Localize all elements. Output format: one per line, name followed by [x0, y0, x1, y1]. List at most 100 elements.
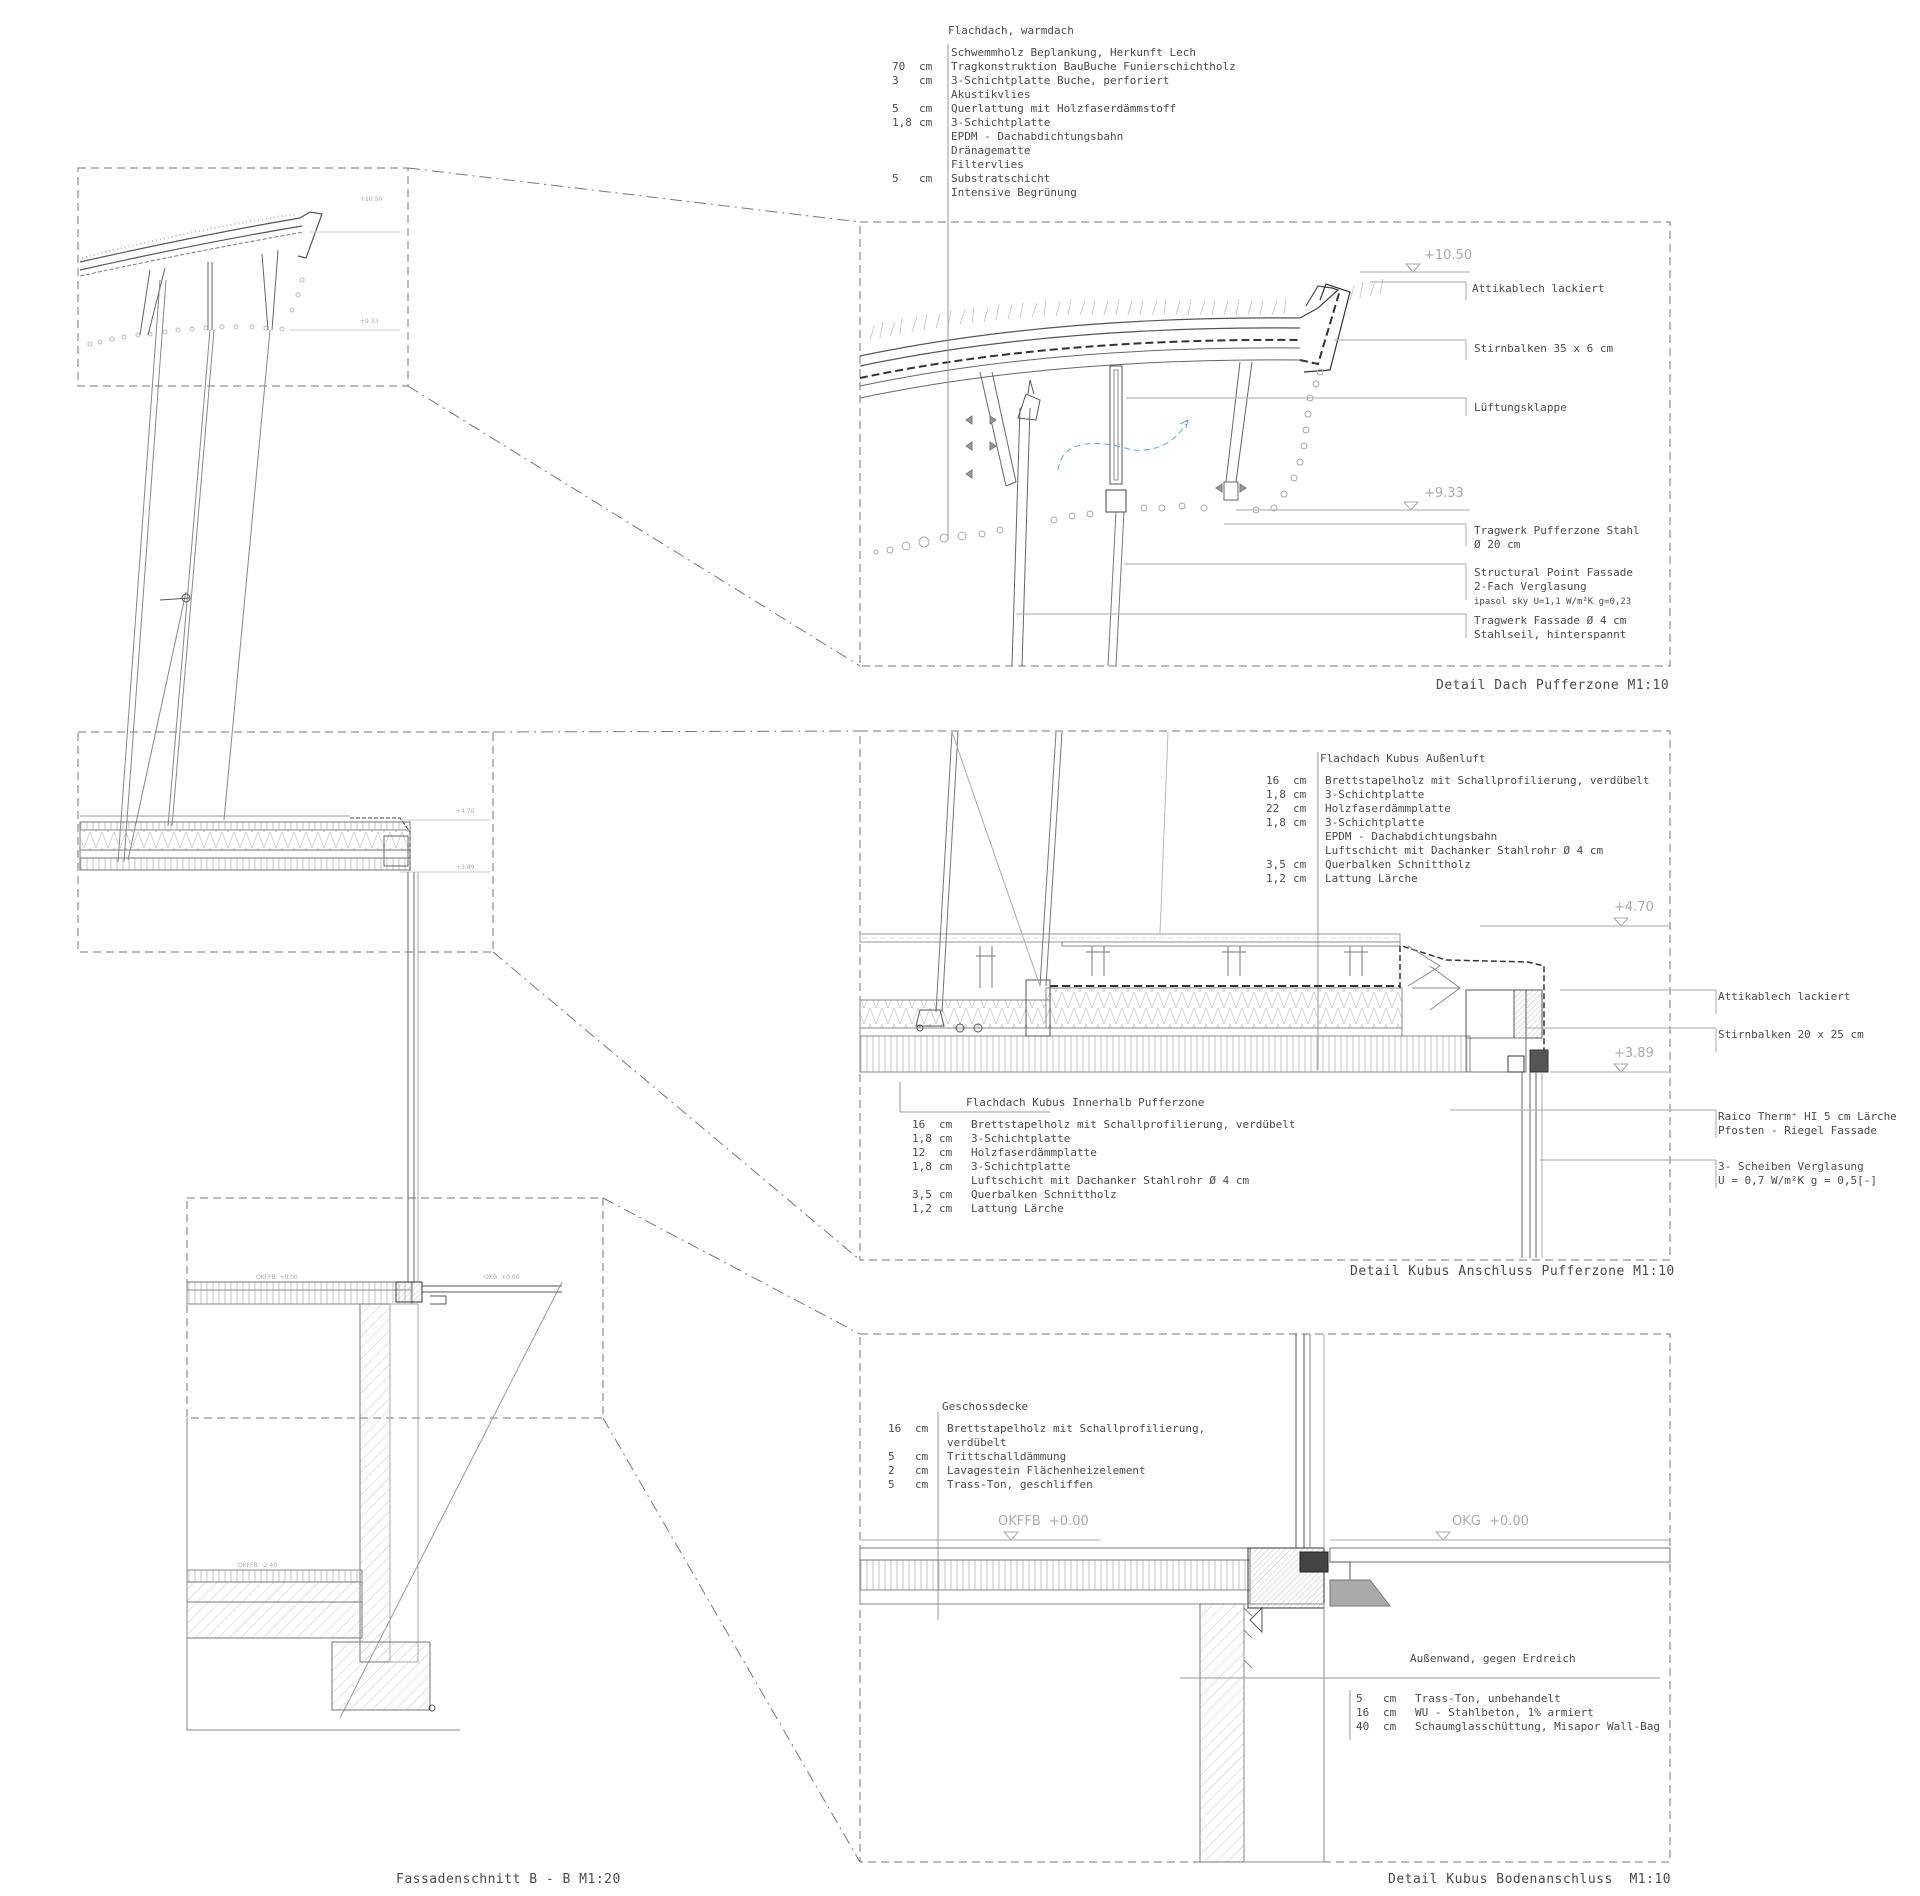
spec-separator [963, 1146, 971, 1160]
spec-thickness: 12 [912, 1146, 926, 1159]
spec-separator [939, 1464, 947, 1478]
level-kubus-bottom: +3.89 [1614, 1046, 1654, 1061]
spec-layer: Trittschalldämmung [947, 1450, 1067, 1463]
detail-frame-dach [859, 221, 1671, 667]
label-tragwerk-fassade: Tragwerk Fassade Ø 4 cm Stahlseil, hinte… [1474, 614, 1626, 642]
title-detail-kubus: Detail Kubus Anschluss Pufferzone M1:10 [1350, 1264, 1675, 1279]
spec-unit [919, 144, 943, 158]
spec-thickness [892, 88, 919, 102]
spec-layer: 3-Schichtplatte [1325, 788, 1425, 801]
callout-frame-kubus [77, 731, 494, 953]
spec-separator [943, 116, 951, 130]
spec-separator [1407, 1720, 1415, 1734]
spec-thickness: 1,8 [1266, 816, 1286, 829]
spec-thickness: 5 [892, 172, 899, 185]
small-level-roof-bottom: +9.33 [360, 318, 379, 325]
spec-thickness: 5 [892, 102, 899, 115]
spec-separator [939, 1450, 947, 1464]
small-level-roof-top: +10.50 [360, 196, 383, 203]
spec-separator [963, 1160, 971, 1174]
spec-thickness: 1,2 [912, 1202, 932, 1215]
spec-separator [1317, 788, 1325, 802]
spec-thickness [892, 144, 919, 158]
small-level-okffb: OKFFB +0.00 [256, 1274, 298, 1281]
spec-unit [1293, 844, 1317, 858]
spec-unit [919, 88, 943, 102]
spec-separator [939, 1422, 947, 1436]
spec-layer: Trass-Ton, geschliffen [947, 1478, 1093, 1491]
fassade-line-2: Stahlseil, hinterspannt [1474, 628, 1627, 641]
spec-row: Filtervlies [892, 158, 1236, 172]
spec-unit: cm [1293, 802, 1307, 815]
spec-row: EPDM - Dachabdichtungsbahn [892, 130, 1236, 144]
spec-separator [1317, 774, 1325, 788]
spec-unit: cm [915, 1450, 929, 1463]
small-level-kubus-top: +4.70 [456, 808, 475, 815]
level-okffb: OKFFB +0.00 [998, 1514, 1089, 1529]
spec-separator [1407, 1706, 1415, 1720]
spec-thickness: 3,5 [912, 1188, 932, 1201]
spec-layer: EPDM - Dachabdichtungsbahn [1325, 830, 1498, 843]
spec-unit: cm [915, 1464, 929, 1477]
spec-unit: cm [939, 1132, 953, 1145]
spec-thickness: 16 [912, 1118, 926, 1131]
detail-frame-kubus [859, 730, 1671, 1261]
spec-unit: cm [1293, 858, 1307, 871]
spec-row: 3,5 cm Querbalken Schnittholz [912, 1188, 1296, 1202]
level-kubus-top: +4.70 [1614, 900, 1654, 915]
spec-unit: cm [939, 1160, 953, 1173]
spec-thickness: 16 [1266, 774, 1280, 787]
spec-layer: Brettstapelholz mit Schallprofilierung, … [1325, 774, 1650, 787]
spec-thickness: 3,5 [1266, 858, 1286, 871]
title-detail-dach: Detail Dach Pufferzone M1:10 [1436, 678, 1670, 693]
spec-row: Akustikvlies [892, 88, 1236, 102]
title-detail-boden: Detail Kubus Bodenanschluss M1:10 [1388, 1872, 1672, 1887]
spec-unit: cm [939, 1188, 953, 1201]
geschoss-heading: Geschossdecke [942, 1400, 1029, 1413]
spec-thickness: 3 [892, 74, 899, 87]
level-okg: OKG +0.00 [1452, 1514, 1529, 1529]
label-raico: Raico Therm⁺ HI 5 cm Lärche Pfosten - Ri… [1718, 1110, 1897, 1138]
spec-layer: Luftschicht mit Dachanker Stahlrohr Ø 4 … [971, 1174, 1250, 1187]
spec-separator [939, 1478, 947, 1492]
label-attikablech: Attikablech lackiert [1472, 282, 1605, 295]
spec-unit [939, 1174, 963, 1188]
tragwerk-line-1: Tragwerk Pufferzone Stahl [1474, 524, 1640, 537]
spec-unit: cm [919, 74, 933, 87]
spec-thickness: 40 [1356, 1720, 1370, 1733]
spec-thickness: 5 [888, 1478, 895, 1491]
spec-layer: 3-Schichtplatte [971, 1132, 1071, 1145]
spec-thickness: 1,8 [912, 1132, 932, 1145]
spec-unit: cm [919, 116, 933, 129]
spec-thickness [892, 186, 919, 200]
spec-unit: cm [939, 1202, 953, 1215]
label-tragwerk-pufferzone: Tragwerk Pufferzone Stahl Ø 20 cm [1474, 524, 1640, 552]
spec-layer: Holzfaserdämmplatte [971, 1146, 1097, 1159]
spec-unit: cm [1293, 774, 1307, 787]
spec-layer: Querlattung mit Holzfaserdämmstoff [951, 102, 1177, 115]
spec-separator [1317, 872, 1325, 886]
small-level-kubus-bottom: +3.89 [456, 864, 475, 871]
spec-separator [1317, 816, 1325, 830]
spec-layer: Querbalken Schnittholz [971, 1188, 1117, 1201]
spec-thickness [892, 46, 919, 60]
wall-heading: Außenwand, gegen Erdreich [1410, 1652, 1576, 1665]
spec-row: EPDM - Dachabdichtungsbahn [1266, 830, 1650, 844]
spec-row: Luftschicht mit Dachanker Stahlrohr Ø 4 … [912, 1174, 1296, 1188]
level-roof-top: +10.50 [1424, 248, 1473, 263]
